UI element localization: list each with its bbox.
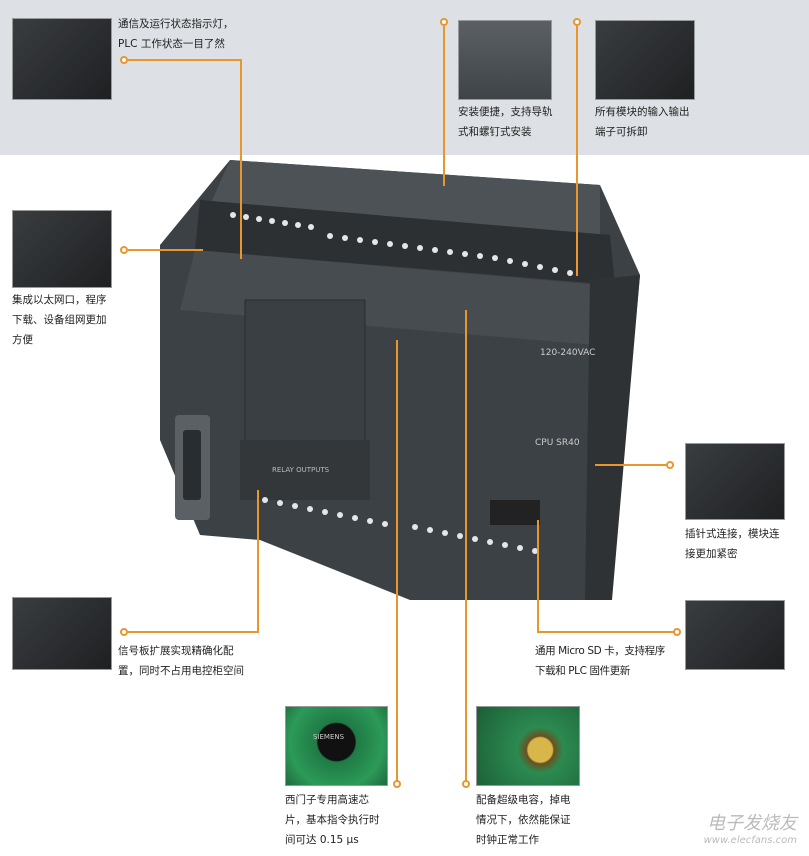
callout-dot: [573, 18, 581, 26]
callout-dot: [120, 628, 128, 636]
leader-line: [396, 340, 398, 781]
leader-line: [240, 59, 242, 259]
ethernet-photo: [12, 210, 112, 288]
callout-dot: [673, 628, 681, 636]
mounting-photo: [458, 20, 552, 100]
leader-line: [595, 464, 667, 466]
leader-line: [128, 249, 203, 251]
callout-status-leds: 通信及运行状态指示灯， PLC 工作状态一目了然: [118, 18, 234, 50]
callout-dot: [120, 56, 128, 64]
callout-pin-connection: 插针式连接，模块连 接更加紧密: [685, 528, 780, 560]
leader-line: [465, 310, 467, 781]
callout-chip: 西门子专用高速芯 片，基本指令执行时 间可达 0.15 μs: [285, 794, 380, 846]
watermark: 电子发烧友 www.elecfans.com: [704, 809, 797, 846]
pin-connector-photo: [685, 443, 785, 520]
callout-signal-board: 信号板扩展实现精确化配 置，同时不占用电控柜空间: [118, 645, 244, 677]
callout-ethernet: 集成以太网口，程序 下载、设备组网更加 方便: [12, 294, 107, 346]
chip-brand-label: SIEMENS: [313, 733, 345, 741]
callout-dot: [120, 246, 128, 254]
callout-terminals: 所有模块的输入输出 端子可拆卸: [595, 106, 690, 138]
leader-line: [128, 59, 241, 61]
relay-label: RELAY OUTPUTS: [272, 466, 330, 474]
callout-capacitor: 配备超级电容，掉电 情况下，依然能保证 时钟正常工作: [476, 794, 571, 846]
voltage-label: 120-240VAC: [540, 348, 595, 358]
capacitor-photo: [476, 706, 580, 786]
leader-line: [443, 26, 445, 186]
model-label: CPU SR40: [535, 438, 580, 448]
callout-dot: [440, 18, 448, 26]
watermark-url: www.elecfans.com: [703, 835, 797, 846]
sd-card-photo: [685, 600, 785, 670]
status-led-photo: [12, 18, 112, 100]
leader-line: [576, 26, 578, 276]
callout-dot: [666, 461, 674, 469]
callout-sd-card: 通用 Micro SD 卡，支持程序 下载和 PLC 固件更新: [535, 645, 665, 677]
callout-dot: [462, 780, 470, 788]
terminal-photo: [595, 20, 695, 100]
leader-line: [128, 631, 259, 633]
terminal-screws: [230, 212, 573, 554]
signal-board-photo: [12, 597, 112, 670]
leader-line: [537, 631, 674, 633]
leader-line: [537, 520, 539, 633]
leader-line: [257, 490, 259, 633]
chip-photo: SIEMENS: [285, 706, 388, 786]
callout-mounting: 安装便捷，支持导轨 式和螺钉式安装: [458, 106, 553, 138]
callout-dot: [393, 780, 401, 788]
watermark-name: 电子发烧友: [707, 813, 797, 834]
